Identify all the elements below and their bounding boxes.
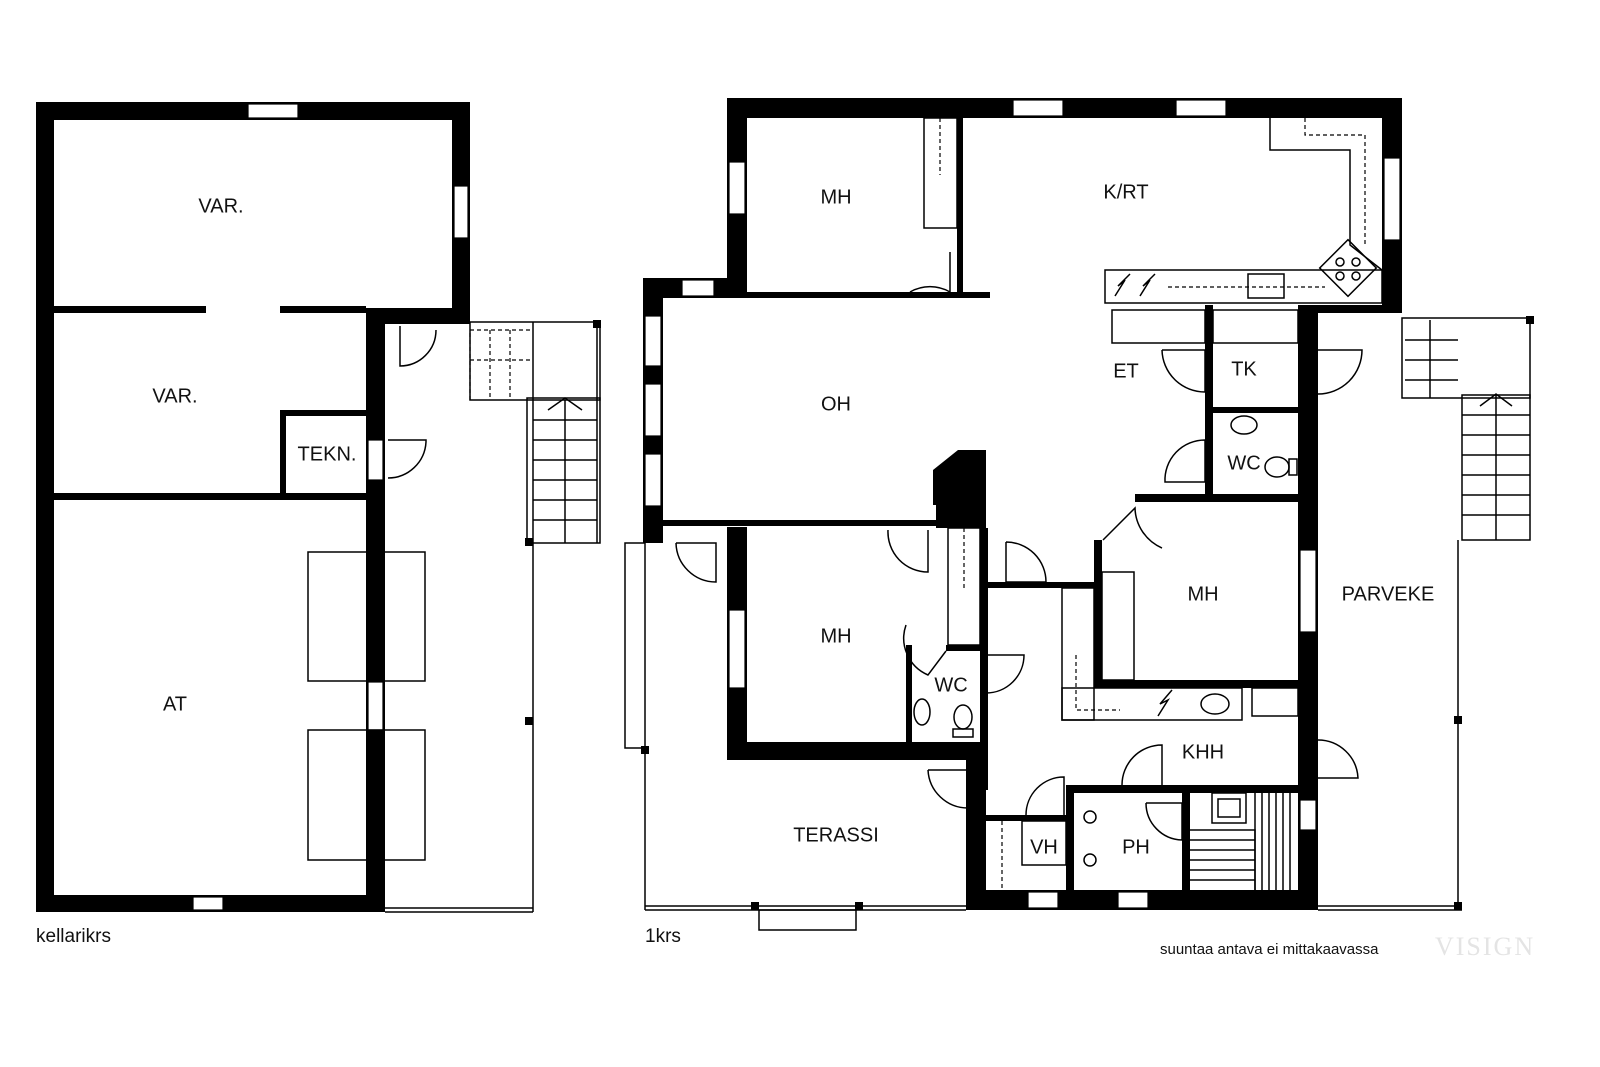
room-label: OH	[821, 393, 851, 415]
basement-windows	[192, 103, 469, 911]
first-floor-caption: 1krs	[645, 926, 681, 947]
room-label: TERASSI	[793, 824, 879, 846]
first-floor-plan: MH K/RT OH ET TK WC MH MH WC PARVEKE KHH…	[624, 98, 1534, 947]
room-label: VAR.	[198, 195, 243, 217]
room-label: KHH	[1182, 741, 1224, 763]
room-label: ET	[1113, 360, 1139, 382]
basement-doors	[387, 326, 437, 479]
sauna	[1190, 792, 1291, 890]
first-floor-walls	[643, 98, 1402, 910]
first-floor-windows	[644, 99, 1401, 909]
room-label: MH	[820, 625, 851, 647]
basement-caption: kellarikrs	[36, 926, 111, 947]
basement-plan: VAR. VAR. TEKN. AT kellarikrs	[36, 102, 601, 947]
room-label: MH	[820, 186, 851, 208]
kitchen-fixtures	[923, 117, 1383, 721]
room-label: WC	[1227, 452, 1260, 474]
basement-walls	[36, 102, 470, 912]
room-label: WC	[934, 674, 967, 696]
watermark-logo: VISIGN	[1435, 932, 1535, 961]
first-floor-doors	[675, 252, 1363, 841]
room-label: PARVEKE	[1342, 583, 1435, 605]
car-spaces	[307, 551, 426, 861]
bathroom-fixtures	[913, 415, 1298, 890]
room-label: VAR.	[152, 385, 197, 407]
room-label: MH	[1187, 583, 1218, 605]
terrace-and-balcony	[624, 316, 1534, 931]
room-label: TEKN.	[298, 443, 357, 465]
room-label: PH	[1122, 836, 1150, 858]
room-label: K/RT	[1103, 181, 1148, 203]
room-label: TK	[1231, 358, 1257, 380]
scale-note: suuntaa antava ei mittakaavassa	[1160, 941, 1379, 958]
room-label: VH	[1030, 836, 1058, 858]
basement-stairs	[385, 320, 601, 913]
room-label: AT	[163, 693, 187, 715]
